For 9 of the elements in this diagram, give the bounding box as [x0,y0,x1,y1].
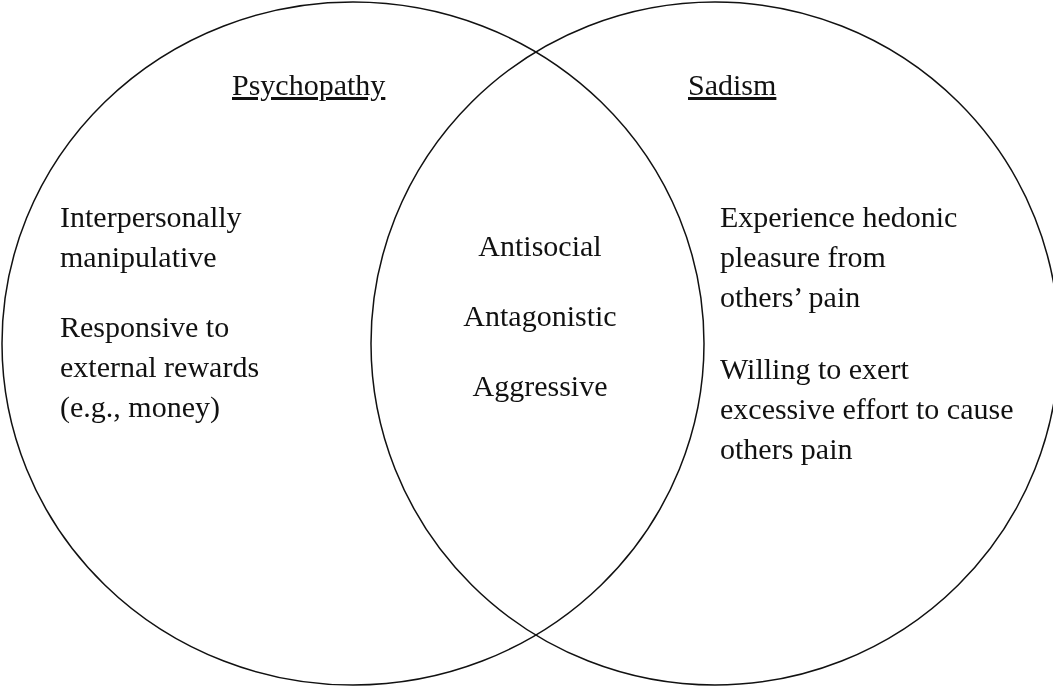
trait-text: Willing to exert excessive effort to cause others pain [720,351,1015,467]
circle-heading: Psychopathy [232,67,386,103]
trait-text: Experience hedonic pleasure from others’ pain [720,199,959,315]
shared-trait-text: Antisocial [477,228,603,264]
circle-heading: Sadism [688,67,777,103]
shared-trait-text: Aggressive [471,368,609,404]
trait-text: Interpersonally manipulative [60,199,243,275]
shared-trait-text: Antagonistic [462,298,618,334]
trait-text: Responsive to external rewards (e.g., money) [60,309,261,425]
